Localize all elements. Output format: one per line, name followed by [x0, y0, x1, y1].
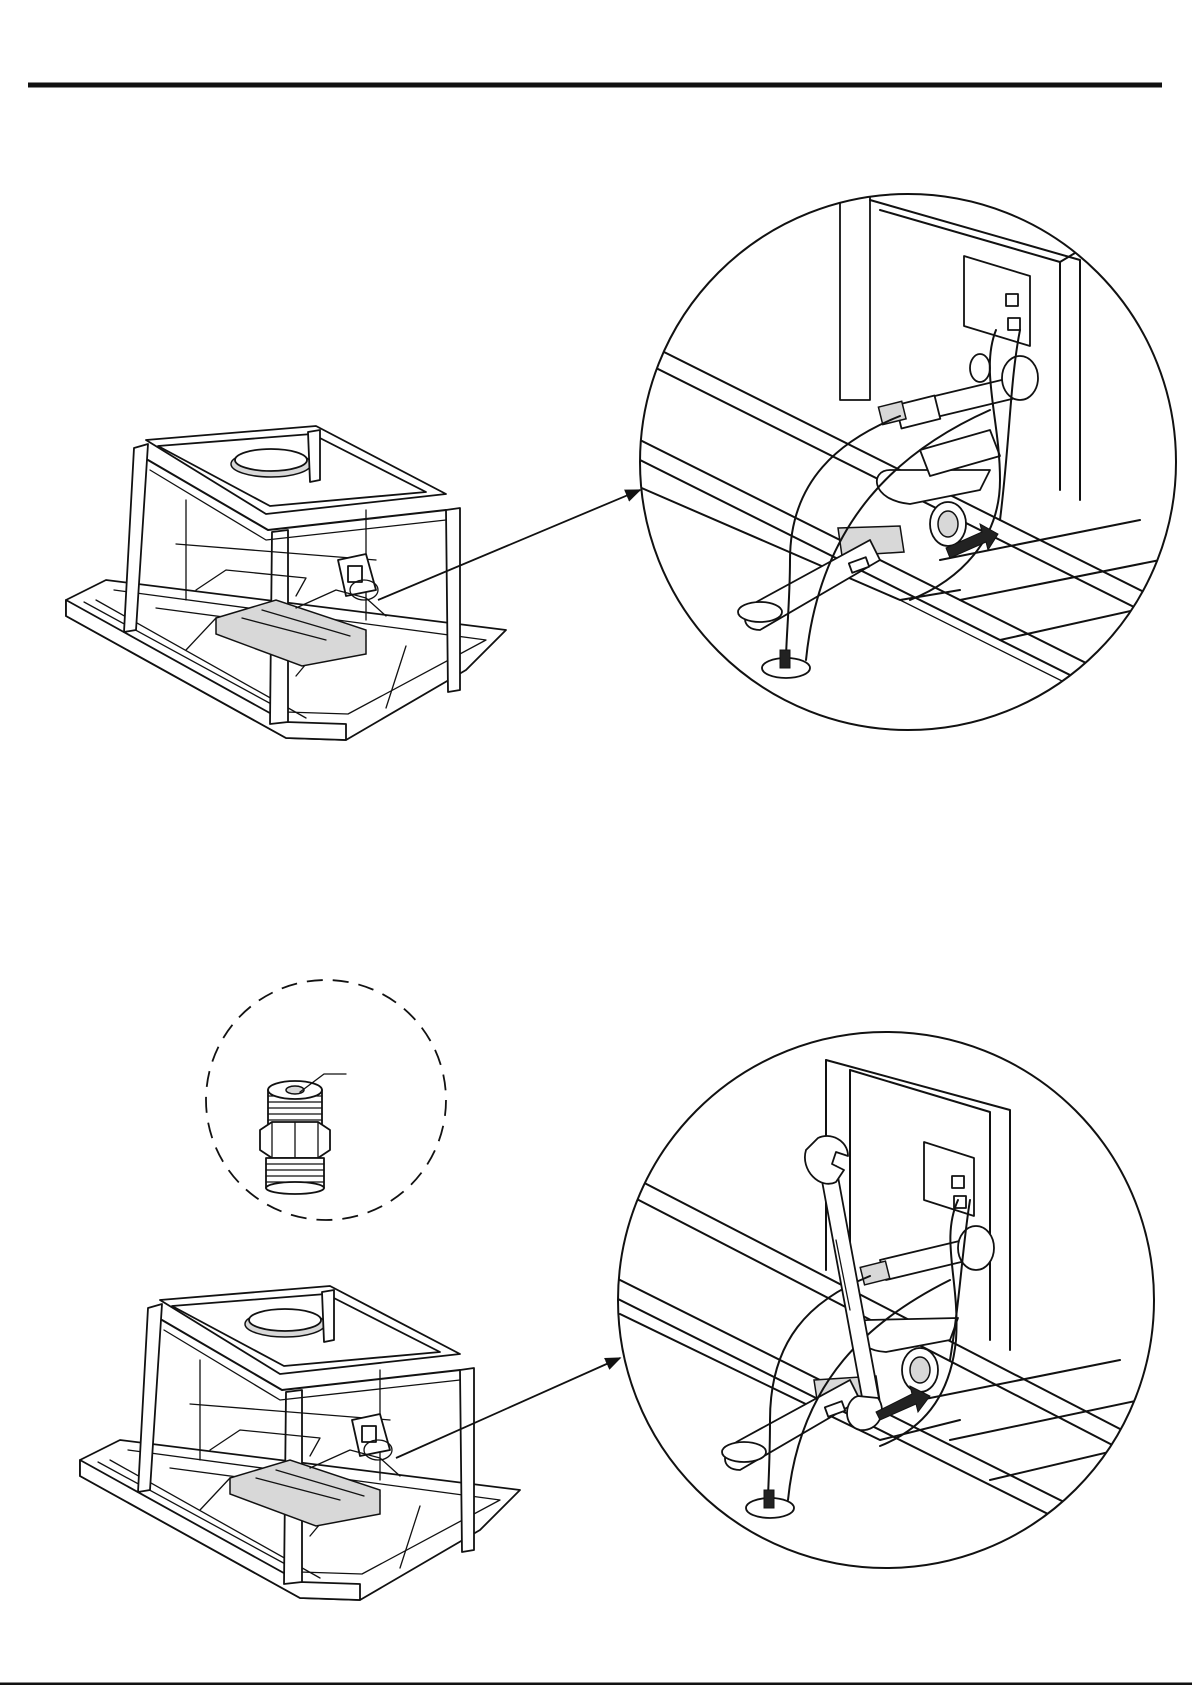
- step-1-detail: [600, 190, 1192, 740]
- step-2-detail: [580, 1032, 1180, 1580]
- step-1-arrow-icon: [378, 490, 640, 600]
- step-2-overview: [80, 1286, 520, 1600]
- step-2-fitting-inset: [206, 980, 446, 1220]
- step-1-overview: [66, 426, 506, 740]
- fitting-icon: [260, 1074, 346, 1194]
